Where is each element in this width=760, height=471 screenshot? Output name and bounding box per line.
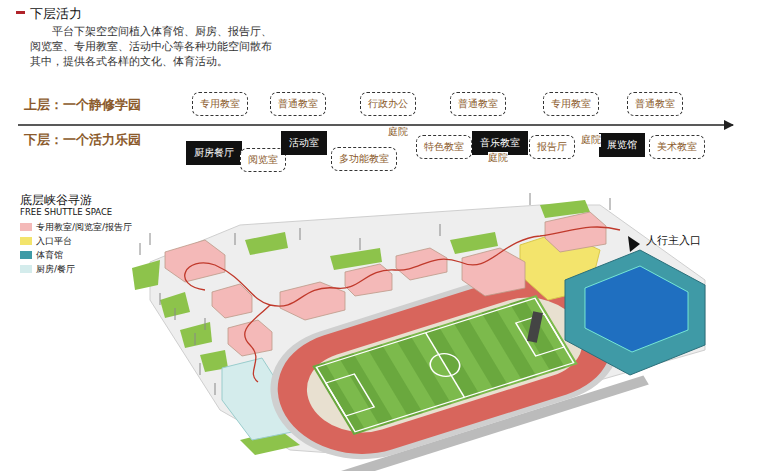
room-name: 阅览室 <box>248 154 278 165</box>
dashed-room-box: 普通教室 <box>450 92 506 116</box>
filled-room-box: 活动室 <box>281 131 327 155</box>
room-name: 专用教室 <box>551 98 591 109</box>
dashed-room-box: 特色教室 <box>416 135 472 159</box>
legend-swatch <box>20 251 32 259</box>
heading-mark <box>16 11 25 14</box>
annotation-label: FREE SHUTTLE SPACE <box>20 207 112 217</box>
room-name: 专用教室 <box>200 98 240 109</box>
dashed-room-box: 普通教室 <box>270 92 326 116</box>
dashed-room-box: 阅览室 <box>240 148 286 172</box>
annotation-label: 人行主入口 <box>646 233 701 248</box>
timeline-arrow <box>18 124 733 126</box>
annotation-label: 底层峡谷寻游 <box>20 192 92 209</box>
dashed-room-box: 专用教室 <box>192 92 248 116</box>
legend-swatch <box>20 265 32 273</box>
annotation-label: 庭院 <box>581 134 601 147</box>
room-name: 行政办公 <box>368 98 408 109</box>
legend-swatch <box>20 223 32 231</box>
annotation-label: 庭院 <box>488 152 508 165</box>
room-name: 活动室 <box>289 137 319 148</box>
description-text: 平台下架空空间植入体育馆、厨房、报告厅、阅览室、专用教室、活动中心等各种功能空间… <box>30 24 275 69</box>
room-name: 厨房餐厅 <box>194 147 234 158</box>
dashed-room-box: 多功能教室 <box>331 147 397 171</box>
room-name: 多功能教室 <box>339 153 389 164</box>
dashed-room-box: 报告厅 <box>529 135 575 159</box>
room-name: 美术教室 <box>657 141 697 152</box>
legend-label: 专用教室/阅览室/报告厅 <box>36 221 132 233</box>
room-name: 普通教室 <box>278 98 318 109</box>
room-name: 展览馆 <box>607 139 637 150</box>
annotation-label: 下层：一个活力乐园 <box>24 131 141 149</box>
annotation-label: 庭院 <box>388 126 408 139</box>
dashed-room-box: 美术教室 <box>649 135 705 159</box>
dashed-room-box: 行政办公 <box>360 92 416 116</box>
room-name: 特色教室 <box>424 141 464 152</box>
room-name: 音乐教室 <box>480 137 520 148</box>
dashed-room-box: 普通教室 <box>627 92 683 116</box>
room-name: 报告厅 <box>537 141 567 152</box>
legend-label: 厨房/餐厅 <box>36 263 75 275</box>
filled-room-box: 展览馆 <box>599 133 645 157</box>
legend-label: 入口平台 <box>36 235 72 247</box>
legend-swatch <box>20 237 32 245</box>
dashed-room-box: 专用教室 <box>543 92 599 116</box>
legend-label: 体育馆 <box>36 249 63 261</box>
annotation-label: 上层：一个静修学园 <box>24 96 141 114</box>
filled-room-box: 厨房餐厅 <box>186 141 242 165</box>
room-name: 普通教室 <box>635 98 675 109</box>
title: 下层活力 <box>30 5 82 23</box>
room-name: 普通教室 <box>458 98 498 109</box>
